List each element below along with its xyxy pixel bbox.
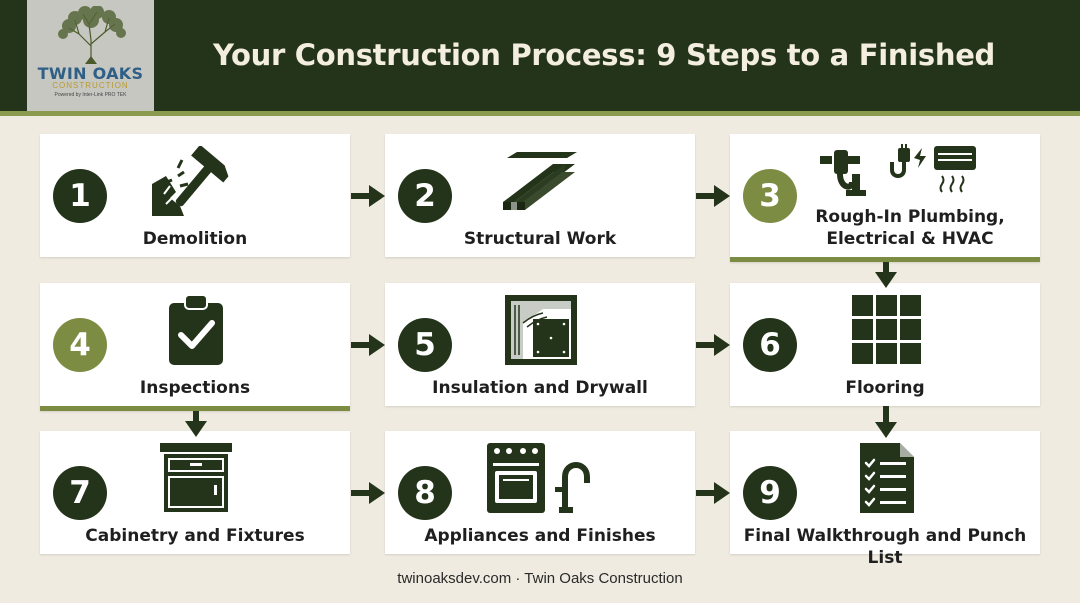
step-label: Final Walkthrough and Punch List	[743, 526, 1027, 568]
logo-tagline: Powered by Inter-Link PRO TEK	[54, 92, 127, 98]
arrow-right-icon	[696, 334, 730, 356]
arrow-right-icon	[696, 185, 730, 207]
clipboard-check-icon	[169, 294, 223, 365]
step-label: Structural Work	[463, 229, 617, 249]
step-card-3: 3 Rough-In Plumbing, Electrical & HVAC	[730, 134, 1040, 262]
step-card-1: 1 Demolition	[40, 134, 350, 257]
step-card-7: 7 Cabinetry and Fixtures	[40, 431, 350, 554]
oak-tree-icon	[58, 6, 126, 64]
header-banner: TWIN OAKS CONSTRUCTION Powered by Inter-…	[0, 0, 1080, 183]
footer-text: twinoaksdev.com · Twin Oaks Construction	[397, 570, 683, 587]
arrow-down-icon	[875, 262, 897, 288]
steel-beam-icon	[503, 152, 577, 210]
logo-name: TWIN OAKS	[37, 64, 144, 83]
step-number-badge: 9	[743, 466, 797, 520]
step-card-6: 6 Flooring	[730, 283, 1040, 406]
step-label: Flooring	[845, 378, 925, 398]
step-card-9: 9 Final Walkthrough and Punch List	[730, 431, 1040, 568]
step-label: Insulation and Drywall	[432, 378, 648, 398]
step-label: Demolition	[142, 229, 248, 249]
step-card-2: 2 Structural Work	[385, 134, 695, 257]
checklist-icon	[860, 443, 914, 513]
arrow-right-icon	[351, 185, 385, 207]
arrow-right-icon	[696, 482, 730, 504]
step-number-badge: 6	[743, 318, 797, 372]
logo-subtitle: CONSTRUCTION	[52, 81, 129, 90]
plumbing-electrical-hvac-icon	[820, 144, 976, 196]
step-label-line-1: Rough-In Plumbing,	[815, 207, 1005, 227]
arrow-right-icon	[351, 334, 385, 356]
step-label-line-2: Electrical & HVAC	[826, 229, 994, 249]
page-title: Your Construction Process: 9 Steps to a …	[212, 38, 996, 183]
arrow-down-icon	[185, 411, 207, 437]
company-logo[interactable]: TWIN OAKS CONSTRUCTION Powered by Inter-…	[27, 0, 154, 111]
wall-insulation-icon	[505, 295, 577, 365]
arrow-down-icon	[875, 406, 897, 438]
step-label: Appliances and Finishes	[424, 526, 656, 546]
stove-faucet-icon	[487, 443, 590, 513]
arrow-right-icon	[351, 482, 385, 504]
cabinet-icon	[160, 443, 232, 512]
step-number-badge: 8	[398, 466, 452, 520]
step-number-badge: 3	[743, 169, 797, 223]
step-number-badge: 4	[53, 318, 107, 372]
step-label: Inspections	[139, 378, 251, 398]
step-label: Cabinetry and Fixtures	[85, 526, 305, 546]
step-card-5: 5 Insulation and Drywall	[385, 283, 695, 406]
floor-tiles-icon	[852, 295, 921, 364]
step-card-4: 4 Inspections	[40, 283, 350, 411]
hammer-icon	[152, 146, 229, 216]
step-number-badge: 5	[398, 318, 452, 372]
step-number-badge: 2	[398, 169, 452, 223]
step-number-badge: 7	[53, 466, 107, 520]
step-number-badge: 1	[53, 169, 107, 223]
step-card-8: 8 Appliances and Finishes	[385, 431, 695, 554]
